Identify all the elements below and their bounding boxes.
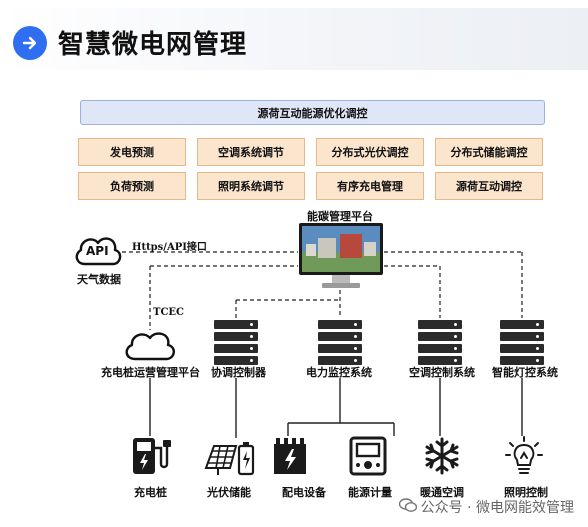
solar-panel-battery-icon xyxy=(204,438,256,476)
charger-label: 充电桩 xyxy=(134,486,167,499)
ev-charger-icon xyxy=(130,436,172,476)
distribution-label: 配电设备 xyxy=(282,486,326,499)
lighting-control-label: 智能灯控系统 xyxy=(492,366,558,379)
server-icon xyxy=(500,320,544,365)
function-box: 分布式储能调控 xyxy=(435,138,543,166)
coordinator-label: 协调控制器 xyxy=(211,366,266,379)
function-box: 分布式光伏调控 xyxy=(316,138,424,166)
server-icon xyxy=(418,320,462,365)
tcec-label: TCEC xyxy=(153,307,184,318)
platform-label: 能碳管理平台 xyxy=(307,210,373,223)
metering-label: 能源计量 xyxy=(348,486,392,499)
function-box: 负荷预测 xyxy=(78,172,186,200)
function-box: 有序充电管理 xyxy=(316,172,424,200)
charging-platform-label: 充电桩运营管理平台 xyxy=(101,366,200,379)
header-bar xyxy=(0,8,588,70)
snowflake-icon xyxy=(422,436,462,476)
function-box: 照明系统调节 xyxy=(197,172,305,200)
server-icon xyxy=(318,320,362,365)
function-box: 源荷互动调控 xyxy=(435,172,543,200)
server-icon xyxy=(214,320,258,365)
api-text: API xyxy=(86,244,109,258)
hvac-control-label: 空调控制系统 xyxy=(409,366,475,379)
weather-data-label: 天气数据 xyxy=(77,273,121,286)
lighting-label: 照明控制 xyxy=(504,486,548,499)
hvac-label: 暖通空调 xyxy=(420,486,464,499)
https-api-label: Https/API接口 xyxy=(132,242,207,253)
watermark: 公众号 · 微电网能效管理 xyxy=(398,497,574,517)
wechat-icon xyxy=(398,498,417,516)
function-box: 空调系统调节 xyxy=(197,138,305,166)
energy-meter-icon xyxy=(348,436,388,476)
watermark-text: 公众号 · 微电网能效管理 xyxy=(420,500,574,516)
function-box: 发电预测 xyxy=(78,138,186,166)
light-bulb-icon xyxy=(505,436,543,476)
distribution-cabinet-icon xyxy=(270,436,310,476)
page-title: 智慧微电网管理 xyxy=(58,30,248,60)
power-monitor-label: 电力监控系统 xyxy=(306,366,372,379)
arrow-right-icon xyxy=(13,26,47,60)
pv-storage-label: 光伏储能 xyxy=(207,486,251,499)
optimization-banner: 源荷互动能源优化调控 xyxy=(80,100,545,125)
monitor-icon xyxy=(298,222,384,290)
cloud-icon xyxy=(122,328,178,362)
api-cloud-icon xyxy=(73,232,123,266)
